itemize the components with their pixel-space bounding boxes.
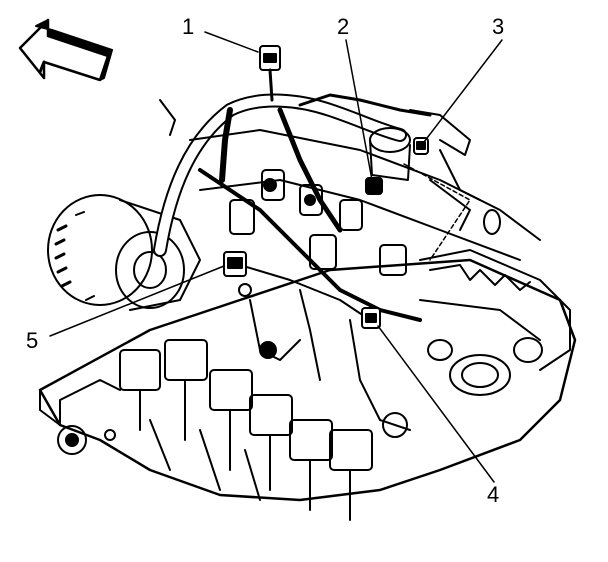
callout-4: 4	[487, 482, 500, 507]
connector-4	[361, 307, 381, 329]
connector-1	[259, 45, 281, 102]
callout-5: 5	[26, 328, 39, 353]
callout-1: 1	[182, 14, 195, 39]
engine-block	[38, 258, 577, 502]
ignition-coils	[119, 339, 373, 521]
intake-manifold	[189, 129, 541, 276]
engine-detail-lines	[159, 99, 481, 438]
connector-5	[223, 251, 247, 277]
callout-2: 2	[337, 14, 350, 39]
arrow-front-icon	[18, 18, 113, 82]
callout-3: 3	[492, 14, 505, 39]
leader-lines	[49, 31, 503, 483]
connector-2	[365, 177, 383, 195]
throttle-body	[369, 109, 501, 235]
alternator	[47, 194, 201, 311]
valve-cover-right	[419, 249, 571, 396]
